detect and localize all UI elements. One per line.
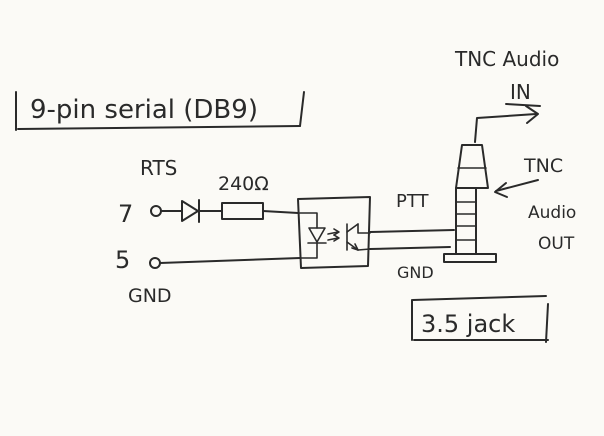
tnc-audio-out-label: TNC Audio OUT: [523, 155, 576, 254]
tnc-audio-in-line1: TNC Audio: [454, 47, 559, 71]
audio-out-arrow-line: [495, 179, 539, 192]
opto-light-arrow-2: [327, 237, 339, 241]
rts-label: RTS: [140, 156, 177, 180]
audio-jack: [443, 144, 497, 263]
ptt-label: PTT: [396, 191, 430, 212]
opto-led-triangle: [308, 227, 326, 243]
ptt-wire: [369, 229, 455, 233]
audio-in-arrow: [474, 105, 539, 143]
audio-out-arrow: [494, 179, 539, 198]
opto-light-arrowhead-1: [333, 228, 340, 236]
diode-triangle: [181, 200, 199, 222]
tnc-audio-in-underline: [505, 103, 541, 107]
audio-in-arrow-head: [525, 105, 539, 124]
tnc-audio-out-line2: Audio: [528, 203, 576, 223]
opto-collector-lead: [357, 223, 371, 234]
opto-light-arrow-1: [327, 231, 339, 235]
resistor-body: [221, 202, 264, 220]
pin5-label: 5: [115, 246, 130, 274]
audio-in-arrow-line: [474, 113, 537, 143]
optocoupler: [297, 196, 371, 269]
pin5-terminal: [149, 257, 161, 269]
jack-base: [443, 253, 497, 263]
resistor: 240Ω: [218, 173, 269, 220]
tnc-audio-out-line3: OUT: [538, 234, 575, 254]
audio-out-arrow-head: [494, 182, 508, 198]
pin7-label: 7: [118, 200, 133, 228]
opto-transistor-collector: [346, 223, 359, 233]
jack-box-right-bracket: [545, 303, 549, 343]
jack-label: 3.5 jack: [421, 310, 515, 338]
jack-box-top-line: [412, 295, 547, 301]
diode: [181, 199, 200, 223]
opto-cathode-lead: [299, 242, 318, 259]
title-box: 9-pin serial (DB9): [15, 91, 305, 131]
opto-anode-lead: [299, 212, 318, 229]
tnc-audio-out-line1: TNC: [523, 155, 563, 177]
gnd-left-label: GND: [128, 285, 172, 307]
jack-tip: [455, 144, 489, 189]
title-label: 9-pin serial (DB9): [30, 95, 258, 125]
optocoupler-body: [297, 196, 371, 269]
resistor-label: 240Ω: [218, 173, 269, 195]
title-box-underline: [17, 125, 301, 130]
gnd-wire: [369, 246, 451, 250]
opto-light-arrowhead-2: [333, 234, 340, 242]
opto-emitter-lead: [357, 248, 371, 251]
tnc-audio-in-label: TNC Audio IN: [454, 47, 559, 107]
pin7-terminal: [150, 205, 162, 217]
tnc-audio-in-line2: IN: [510, 80, 531, 104]
pin5-wire: [159, 257, 301, 264]
jack-label-box: 3.5 jack: [411, 295, 549, 343]
resistor-opto-wire: [262, 210, 299, 214]
title-box-right-bracket: [299, 91, 305, 127]
gnd-right-label: GND: [397, 263, 434, 282]
